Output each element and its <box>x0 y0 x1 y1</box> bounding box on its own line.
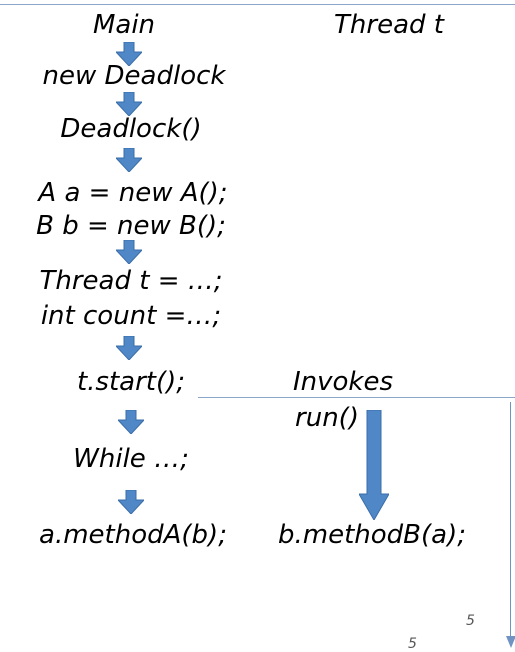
flow-arrow-4 <box>116 240 142 264</box>
step-while-loop: While …; <box>73 444 189 474</box>
timeline-line <box>510 402 511 638</box>
flow-arrow-1 <box>116 42 142 66</box>
timeline-arrowhead <box>506 636 515 648</box>
step-method-a: a.methodA(b); <box>39 520 227 550</box>
step-thread-start: t.start(); <box>76 367 186 397</box>
flow-arrow-6 <box>118 410 144 434</box>
flow-arrow-2 <box>116 92 142 116</box>
main-header: Main <box>92 10 156 40</box>
step-new-a: A a = new A(); <box>38 178 228 208</box>
step-method-b: b.methodB(a); <box>278 520 466 550</box>
step-deadlock-constructor: Deadlock() <box>60 114 202 144</box>
page-number-secondary: 5 <box>408 636 417 652</box>
page-number: 5 <box>466 613 475 629</box>
thread-start-rule <box>198 397 515 398</box>
step-new-b: B b = new B(); <box>36 211 226 241</box>
step-thread-decl: Thread t = …; <box>39 266 223 296</box>
thread-run-label: run() <box>295 403 359 433</box>
flow-arrow-3 <box>116 148 142 172</box>
flow-arrow-5 <box>116 336 142 360</box>
thread-invokes-label: Invokes <box>292 367 394 397</box>
thread-header: Thread t <box>334 10 444 40</box>
top-rule <box>0 4 515 5</box>
thread-run-arrow <box>359 410 389 520</box>
step-new-deadlock: new Deadlock <box>42 61 226 91</box>
flow-arrow-7 <box>118 490 144 514</box>
step-count-decl: int count =…; <box>40 301 222 331</box>
